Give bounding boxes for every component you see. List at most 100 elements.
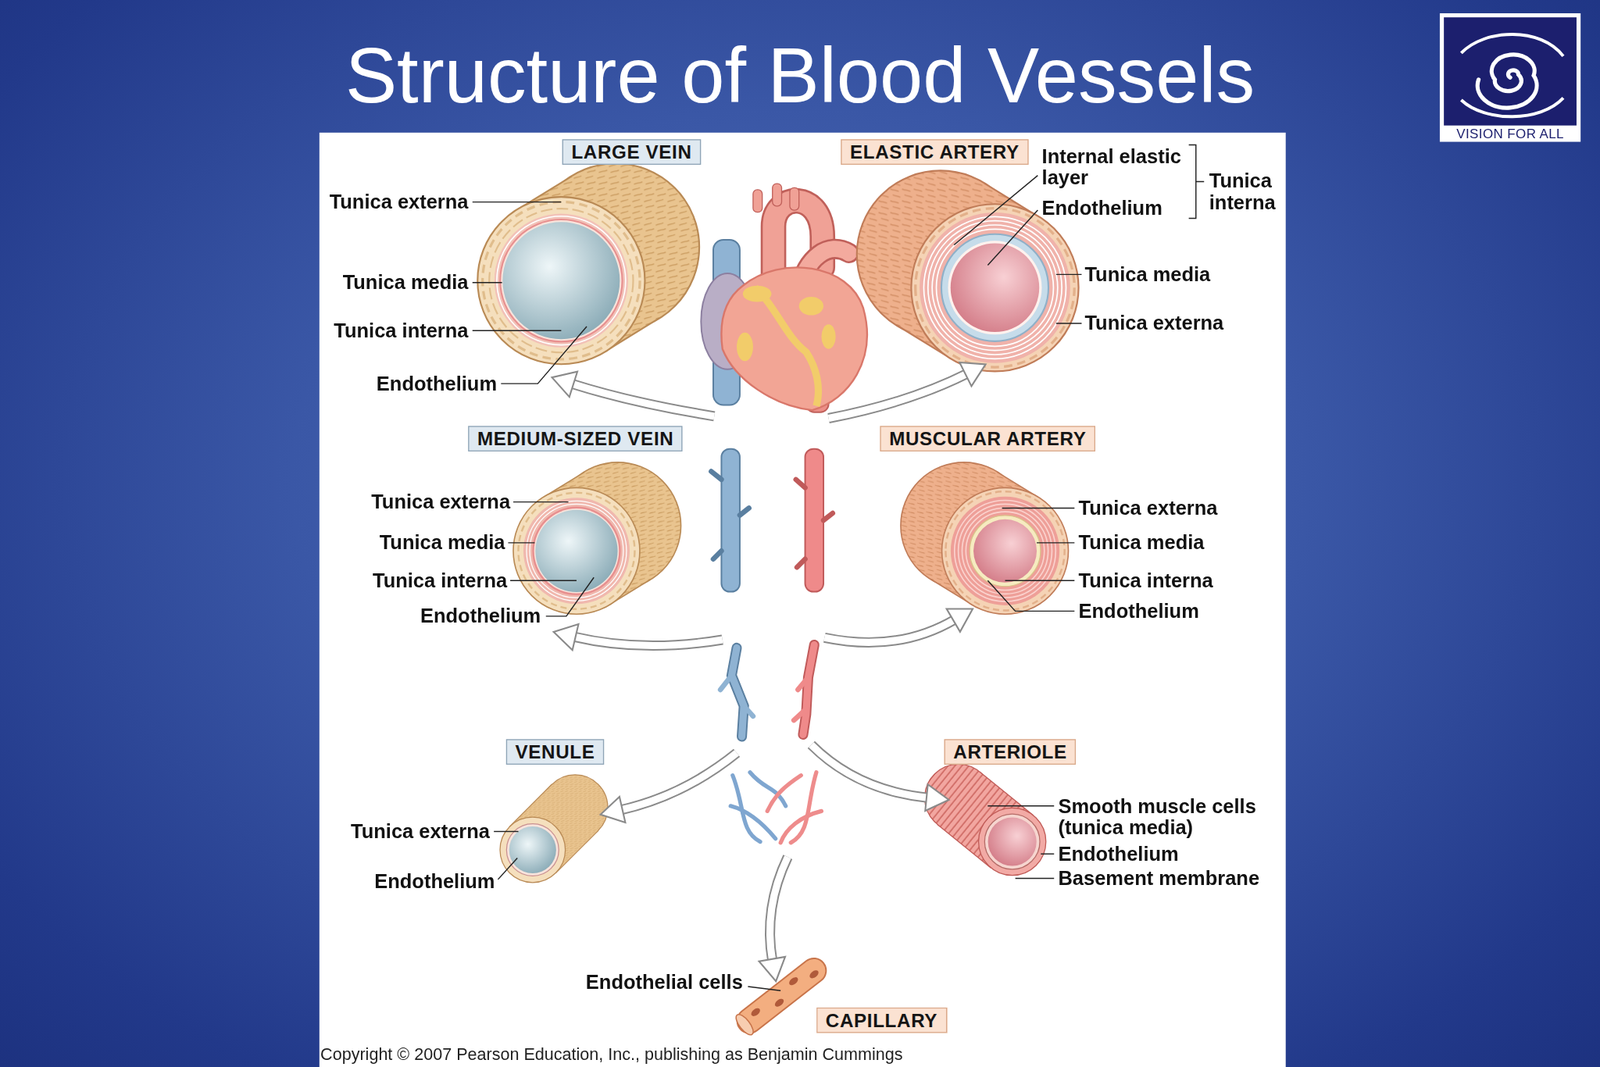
vessel-illustration <box>793 677 808 721</box>
vessel-illustration <box>731 647 744 737</box>
vessel-type-name: LARGE VEIN <box>571 140 692 165</box>
part-label: Endothelium <box>1057 842 1179 865</box>
part-label: Internal elastic layer <box>1042 146 1196 190</box>
flow-arrows <box>620 753 737 811</box>
flow-arrows <box>828 373 968 418</box>
part-label: Endothelium <box>376 372 497 394</box>
vessel-type-box: ARTERIOLE <box>944 739 1077 765</box>
flow-arrows <box>828 373 968 418</box>
heart-illustration <box>799 296 824 316</box>
logo <box>1477 54 1537 108</box>
leader-lines <box>987 805 1054 807</box>
logo <box>1439 13 1581 143</box>
vessel-illustration <box>710 449 833 843</box>
part-label: Tunica externa <box>1078 497 1218 519</box>
part-label: Tunica media <box>1078 532 1205 554</box>
flow-arrows <box>620 753 737 811</box>
part-label: Endothelium <box>420 605 541 627</box>
vessel-type-box: LARGE VEIN <box>562 139 702 165</box>
part-label: Endothelium <box>1078 600 1200 622</box>
part-label: Tunica externa <box>350 821 490 843</box>
vessel-illustration <box>803 644 815 735</box>
flow-arrows <box>571 383 715 417</box>
vessel-type-name: ARTERIOLE <box>953 740 1067 765</box>
cross-sections <box>925 764 1047 875</box>
vessel-illustration <box>805 449 825 593</box>
cross-sections <box>773 997 786 1009</box>
cross-sections <box>787 975 800 987</box>
leader-lines <box>472 282 503 283</box>
flow-arrows <box>573 636 723 647</box>
part-label: Tunica interna <box>1209 170 1291 214</box>
leader-lines <box>1002 507 1075 509</box>
vessel-illustration <box>780 810 822 843</box>
part-label: Tunica media <box>1084 264 1211 286</box>
part-label: Tunica externa <box>371 491 511 513</box>
part-label: Tunica externa <box>1084 312 1224 334</box>
vessel-illustration <box>721 449 740 593</box>
heart-illustration <box>742 285 772 303</box>
white-panel <box>319 132 1286 1067</box>
heart-illustration <box>789 187 800 211</box>
vessel-illustration <box>790 772 817 843</box>
vessel-illustration <box>710 471 749 559</box>
part-label: Tunica media <box>379 532 506 554</box>
leader-lines <box>500 326 587 384</box>
slide-title: Structure of Blood Vessels <box>0 36 1600 115</box>
vessel-type-name: MEDIUM-SIZED VEIN <box>477 427 674 451</box>
leader-lines <box>987 580 1075 611</box>
heart-illustration <box>821 324 836 349</box>
logo-text: VISION FOR ALL <box>1456 127 1565 141</box>
flow-arrows <box>824 619 955 643</box>
leader-lines <box>493 831 518 833</box>
part-label: Tunica interna <box>333 319 468 341</box>
heart-illustration <box>736 332 754 362</box>
heart-illustration <box>753 189 763 213</box>
flow-arrows <box>810 744 929 798</box>
leader-lines <box>1189 144 1205 218</box>
part-label: Endothelium <box>374 871 495 893</box>
leader-lines <box>953 175 1038 246</box>
leader-lines <box>472 201 562 203</box>
vessel-illustration <box>731 647 744 737</box>
heart-illustration <box>700 183 867 413</box>
flow-arrows <box>770 857 789 961</box>
leader-lines <box>987 210 1038 266</box>
logo <box>1460 34 1564 57</box>
vessel-illustration <box>803 644 815 735</box>
leader-lines <box>747 986 781 991</box>
leader-lines <box>472 329 562 331</box>
leader-lines <box>507 542 535 543</box>
vessel-type-box: VENULE <box>506 739 604 765</box>
part-label: Tunica externa <box>329 191 469 213</box>
part-label: Smooth muscle cells (tunica media) <box>1057 796 1278 840</box>
leader-lines <box>1040 853 1054 855</box>
logo <box>1439 13 1581 143</box>
vessel-type-name: CAPILLARY <box>825 1008 938 1033</box>
leader-lines <box>1005 579 1075 581</box>
leader-lines <box>1015 878 1055 879</box>
logo <box>1460 97 1564 117</box>
heart-illustration <box>772 183 783 207</box>
vessel-type-box: MUSCULAR ARTERY <box>879 425 1096 452</box>
vessel-illustration <box>767 775 801 812</box>
logo <box>1443 17 1577 125</box>
flow-arrows <box>770 857 789 961</box>
flow-arrows <box>571 383 715 417</box>
part-label: Basement membrane <box>1057 867 1260 890</box>
flow-arrows <box>824 619 955 643</box>
leader-lines <box>497 857 518 879</box>
leader-lines <box>513 501 569 503</box>
cross-sections <box>500 775 608 883</box>
leader-lines <box>1056 322 1083 324</box>
copyright-caption: Copyright © 2007 Pearson Education, Inc.… <box>320 1045 903 1063</box>
leader-lines <box>546 577 594 617</box>
leader-lines <box>1036 542 1075 543</box>
cross-sections <box>750 1007 762 1018</box>
flow-arrows <box>810 744 929 798</box>
flow-arrows <box>571 373 968 961</box>
vessel-illustration <box>720 675 754 717</box>
cross-sections <box>513 462 682 615</box>
